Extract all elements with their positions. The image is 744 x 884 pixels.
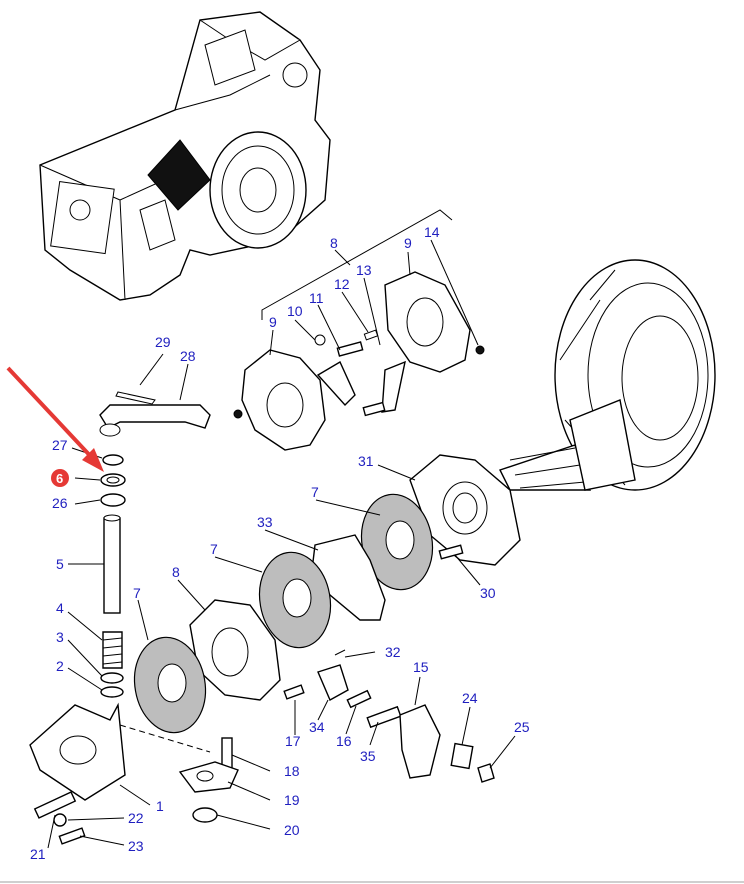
callout-3[interactable]: 3 [56, 629, 64, 645]
shaft-stack [100, 454, 126, 698]
callout-7[interactable]: 7 [311, 484, 319, 500]
callout-17[interactable]: 17 [285, 733, 301, 749]
callout-24[interactable]: 24 [462, 690, 478, 706]
bracket-1 [29, 702, 126, 801]
callout-34[interactable]: 34 [309, 719, 325, 735]
callout-30[interactable]: 30 [480, 585, 496, 601]
callout-35[interactable]: 35 [360, 748, 376, 764]
callout-25[interactable]: 25 [514, 719, 530, 735]
callout-27[interactable]: 27 [52, 437, 68, 453]
callout-15[interactable]: 15 [413, 659, 429, 675]
lever-28 [99, 391, 211, 437]
callout-9-left[interactable]: 9 [269, 314, 277, 330]
callout-14[interactable]: 14 [424, 224, 440, 240]
friction-disc-7-middle [258, 551, 332, 649]
linkage-parts [314, 329, 406, 417]
leader-lines [47, 239, 516, 849]
callout-29[interactable]: 29 [155, 334, 171, 350]
small-parts [283, 649, 495, 783]
callout-5[interactable]: 5 [56, 556, 64, 572]
parts-18-19-20 [178, 737, 239, 823]
highlight-badge-6[interactable] [51, 469, 69, 487]
bracket-line-group-8 [261, 209, 453, 320]
callout-20[interactable]: 20 [284, 822, 300, 838]
transmission-housing-illustration [39, 11, 331, 301]
callout-26[interactable]: 26 [52, 495, 68, 511]
callout-19[interactable]: 19 [284, 792, 300, 808]
callout-21[interactable]: 21 [30, 846, 46, 862]
callout-4[interactable]: 4 [56, 600, 64, 616]
friction-disc-7-right [360, 493, 434, 591]
crown-wheel-illustration [499, 259, 716, 491]
callout-33[interactable]: 33 [257, 514, 273, 530]
callout-28[interactable]: 28 [180, 348, 196, 364]
cam-plate-right [384, 271, 485, 373]
callout-18[interactable]: 18 [284, 763, 300, 779]
callout-23[interactable]: 23 [128, 838, 144, 854]
callout-7-middle[interactable]: 7 [210, 541, 218, 557]
callout-16[interactable]: 16 [336, 733, 352, 749]
callout-1[interactable]: 1 [156, 798, 164, 814]
callout-2[interactable]: 2 [56, 658, 64, 674]
callout-22[interactable]: 22 [128, 810, 144, 826]
friction-disc-7-left [133, 636, 207, 734]
callout-7-left[interactable]: 7 [133, 585, 141, 601]
actuator-8 [189, 599, 281, 701]
callout-11[interactable]: 11 [309, 290, 324, 306]
callout-8[interactable]: 8 [330, 235, 338, 251]
callout-12[interactable]: 12 [334, 276, 350, 292]
callout-10[interactable]: 10 [287, 303, 303, 319]
cam-plate-left [233, 349, 326, 451]
callout-8-lower[interactable]: 8 [172, 564, 180, 580]
brake-housing-31 [409, 454, 521, 566]
highlight-arrow [6, 366, 104, 472]
callout-6[interactable]: 6 [56, 471, 63, 486]
bolts-21-22-23 [33, 791, 86, 845]
callout-9[interactable]: 9 [404, 235, 412, 251]
callout-13[interactable]: 13 [356, 262, 372, 278]
callout-31[interactable]: 31 [358, 453, 374, 469]
callout-labels: 8 9 14 13 12 11 10 9 29 28 27 31 7 26 33… [30, 224, 530, 862]
callout-32[interactable]: 32 [385, 644, 401, 660]
